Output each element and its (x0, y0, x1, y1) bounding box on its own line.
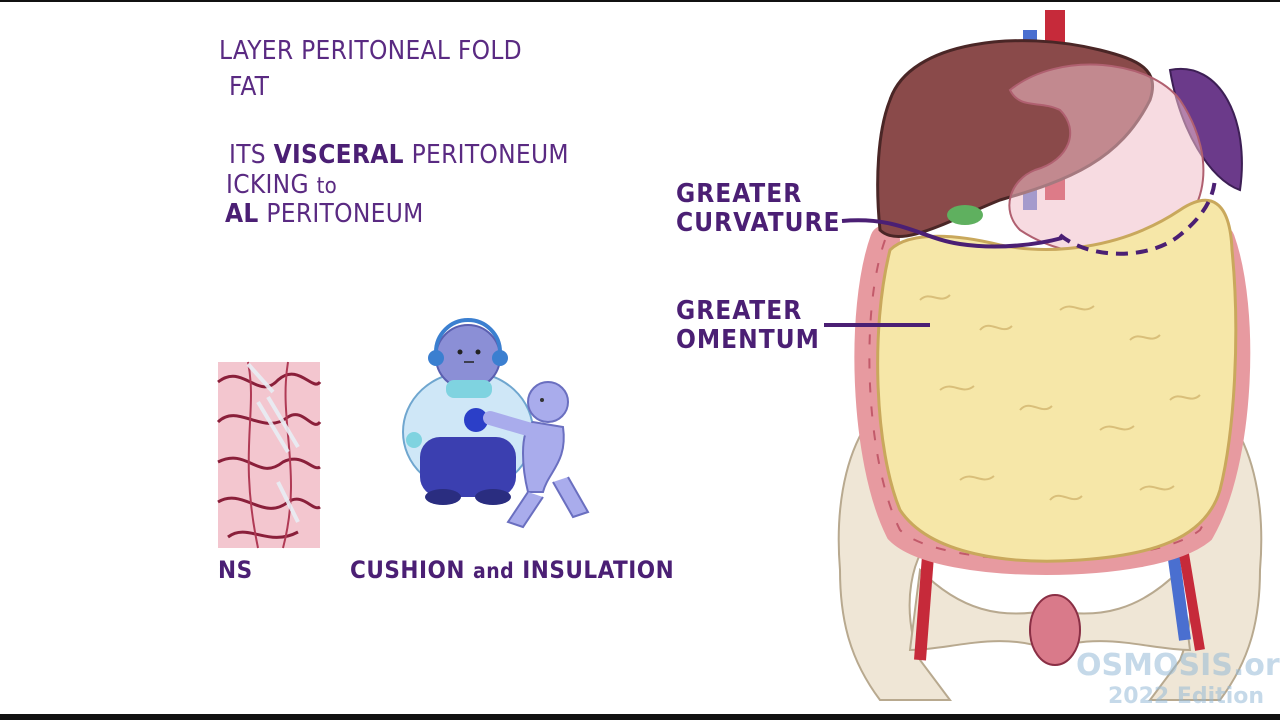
osmosis-watermark: OSMOSIS.org (1076, 648, 1280, 683)
greater-curvature-label: GREATER CURVATURE (676, 180, 841, 238)
greater-omentum-line-2: OMENTUM (676, 325, 820, 355)
cushion-caption-c: INSULATION (514, 556, 675, 584)
note-line-3-bold: VISCERAL (273, 140, 404, 170)
note-line-3-post: PERITONEUM (403, 140, 569, 170)
cushion-caption-a: CUSHION (350, 556, 473, 584)
greater-omentum-line-1: GREATER (676, 296, 803, 326)
note-line-5-post: PERITONEUM (258, 199, 424, 229)
intestines-illustration (216, 361, 322, 549)
greater-curvature-line-2: CURVATURE (676, 208, 841, 238)
cushion-caption-and: and (472, 559, 515, 583)
note-line-3: ITS VISCERAL PERITONEUM (229, 140, 569, 170)
abdominal-anatomy-illustration (837, 10, 1263, 701)
edition-watermark: 2022 Edition (1108, 684, 1265, 709)
note-line-4-pre: ICKING (226, 170, 317, 200)
note-line-4-post: to (316, 174, 338, 199)
note-line-2: FAT (229, 72, 270, 102)
organs-caption: NS (218, 556, 253, 584)
note-line-5-bold: AL (225, 199, 259, 229)
greater-omentum-label: GREATER OMENTUM (676, 297, 820, 355)
note-line-5: AL PERITONEUM (225, 199, 424, 229)
top-border (0, 0, 1280, 2)
note-line-4: ICKING to (226, 170, 337, 200)
cushion-cartoon (402, 318, 590, 529)
note-line-1: LAYER PERITONEAL FOLD (219, 36, 522, 66)
greater-curvature-line-1: GREATER (676, 179, 803, 209)
cushion-caption: CUSHION and INSULATION (350, 556, 674, 584)
bottom-border (0, 714, 1280, 720)
note-line-3-pre: ITS (229, 140, 274, 170)
